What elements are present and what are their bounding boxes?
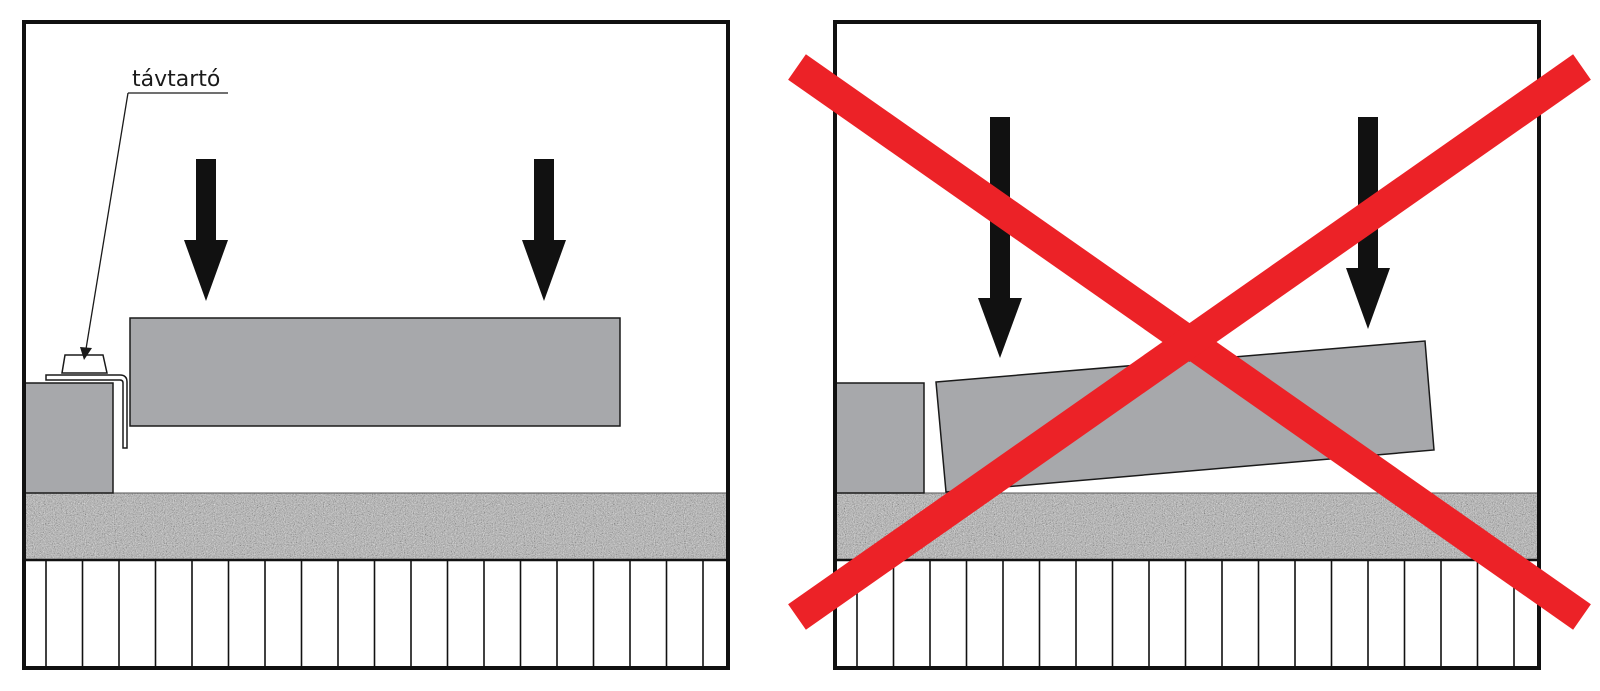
left-panel-frame: [22, 20, 730, 670]
left-existing-tile: [24, 382, 114, 494]
right-panel: [788, 20, 1591, 670]
left-panel: távtartó: [22, 20, 730, 670]
down-arrow-icon: [184, 159, 228, 301]
red-cross-icon: [788, 54, 1591, 630]
right-existing-tile: [835, 382, 925, 494]
left-new-tile: [129, 317, 621, 427]
right-panel-frame: [833, 20, 1541, 670]
right-batten-layer: [856, 560, 1515, 668]
spacer-clip-icon: [45, 354, 128, 449]
right-tilted-tile: [935, 340, 1435, 493]
down-arrow-icon: [522, 159, 566, 301]
spacer-label-callout: távtartó: [80, 67, 228, 360]
left-batten-layer: [45, 560, 704, 668]
spacer-label: távtartó: [132, 67, 220, 92]
left-gravel-layer: [25, 493, 727, 560]
